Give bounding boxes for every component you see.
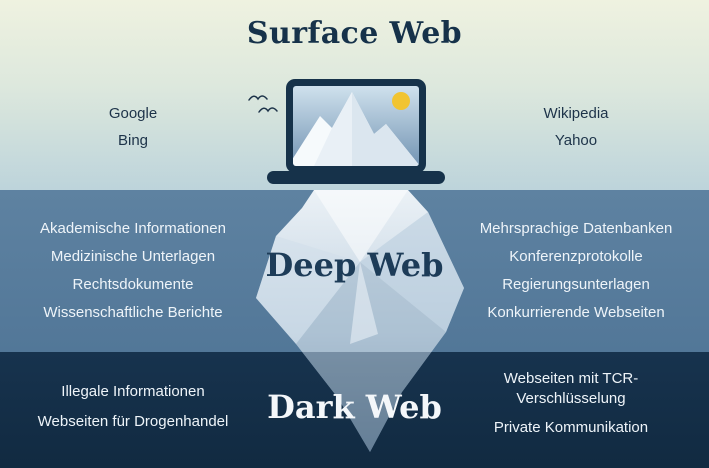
list-item: Private Kommunikation — [493, 419, 649, 436]
surface-left-list: Google Bing — [58, 100, 208, 154]
list-item: Wissenschaftliche Berichte — [43, 304, 223, 321]
list-item: Medizinische Unterlagen — [50, 248, 216, 265]
list-item: Wikipedia — [543, 105, 609, 122]
list-item: Yahoo — [554, 132, 598, 149]
surface-right-list: Wikipedia Yahoo — [501, 100, 651, 154]
list-item: Akademische Informationen — [40, 220, 226, 237]
dark-right-list: Webseiten mit TCR-Verschlüsselung Privat… — [471, 369, 671, 447]
list-item: Rechtsdokumente — [72, 276, 194, 293]
surface-title: Surface Web — [246, 16, 463, 51]
list-item: Bing — [117, 132, 149, 149]
deep-right-list: Mehrsprachige Datenbanken Konferenzproto… — [466, 215, 686, 327]
list-item: Webseiten für Drogenhandel — [37, 413, 229, 430]
list-item: Mehrsprachige Datenbanken — [479, 220, 673, 237]
list-item: Google — [108, 105, 158, 122]
list-item: Regierungsunterlagen — [502, 276, 650, 293]
list-item: Konkurrierende Webseiten — [487, 304, 665, 321]
list-item: Webseiten mit TCR-Verschlüsselung — [503, 370, 639, 407]
list-item: Konferenzprotokolle — [509, 248, 643, 265]
list-item: Illegale Informationen — [61, 383, 205, 400]
deep-left-list: Akademische Informationen Medizinische U… — [23, 215, 243, 327]
dark-left-list: Illegale Informationen Webseiten für Dro… — [23, 377, 243, 437]
